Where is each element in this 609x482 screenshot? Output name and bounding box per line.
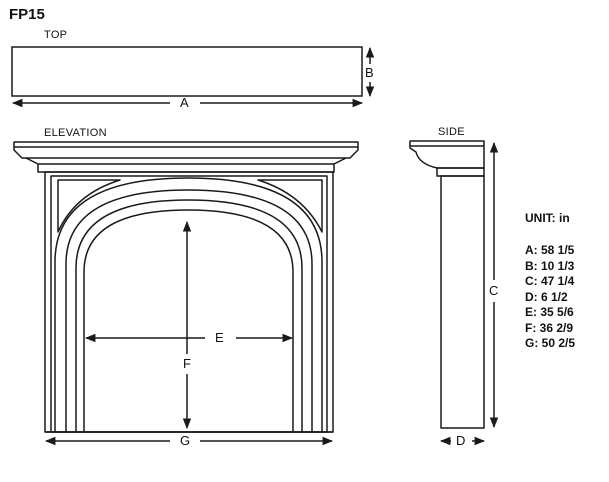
legend-item-g: G: 50 2/5 [525, 336, 576, 350]
arch-molding [65, 189, 313, 432]
surround-body [44, 171, 334, 433]
side-view [409, 140, 485, 429]
dimension-g-label: G [180, 433, 191, 448]
dimension-legend: A: 58 1/5 B: 10 1/3 C: 47 1/4 D: 6 1/2 E… [525, 243, 575, 352]
mantel-shelf [13, 141, 359, 159]
mantel-frieze [37, 163, 335, 173]
top-view-label: TOP [44, 29, 68, 41]
legend-item-a: A: 58 1/5 [525, 243, 575, 257]
dimension-b-label: B [365, 65, 374, 80]
legend-item-c: C: 47 1/4 [525, 274, 575, 288]
dimension-d-label: D [456, 433, 466, 448]
dimension-f-label: F [183, 356, 191, 371]
arch-outer [54, 177, 323, 432]
dimension-e-label: E [215, 330, 224, 345]
model-title: FP15 [9, 6, 45, 23]
side-shelf [409, 140, 485, 169]
top-view [11, 46, 363, 97]
surround-inner-frame [50, 175, 328, 433]
legend-item-b: B: 10 1/3 [525, 258, 575, 273]
left-spandrel [57, 179, 121, 233]
elevation-view [13, 141, 359, 433]
arch-inner [75, 199, 303, 432]
dimension-a-label: A [180, 95, 189, 110]
elevation-view-label: ELEVATION [44, 127, 107, 139]
right-spandrel [257, 179, 323, 233]
arch-opening [83, 209, 294, 432]
legend-item-f: F: 36 2/9 [525, 320, 574, 335]
side-leg [440, 175, 485, 429]
legend-item-d: D: 6 1/2 [525, 289, 568, 304]
dimension-c-label: C [489, 283, 499, 298]
side-view-label: SIDE [438, 126, 465, 138]
unit-label: UNIT: in [525, 211, 570, 225]
top-view-shelf [11, 46, 363, 97]
side-frieze [436, 167, 485, 177]
legend-item-e: E: 35 5/6 [525, 305, 574, 319]
